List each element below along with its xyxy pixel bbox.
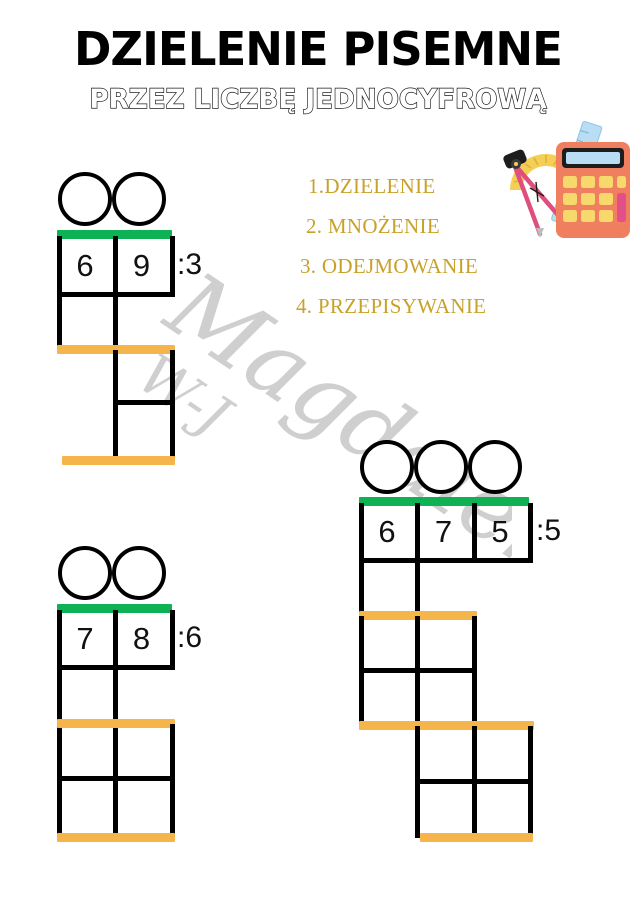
lower-hline (57, 776, 175, 781)
lower-vline-right (170, 724, 175, 838)
dividend-digit-2: 7 (434, 514, 453, 549)
bottom-hline (415, 779, 533, 784)
orange-bar-2 (359, 721, 534, 730)
green-bar-top (57, 604, 172, 613)
page-title: DZIELENIE PISEMNE (73, 22, 563, 76)
answer-circle-1[interactable] (360, 440, 414, 494)
orange-bar-2 (62, 456, 175, 465)
step-item-2: 2. MNOŻENIE (306, 214, 440, 238)
mid-hline (359, 668, 477, 673)
answer-circle-1[interactable] (58, 172, 112, 226)
green-bar-top (57, 230, 172, 239)
orange-bar-2 (57, 833, 175, 842)
dividend-digit-3: 5 (491, 514, 509, 549)
grid-hline-row1 (359, 558, 533, 563)
answer-circle-2[interactable] (112, 546, 166, 600)
grid-vline-right (528, 503, 533, 561)
grid-vline-mid2 (472, 503, 477, 561)
answer-circle-2[interactable] (414, 440, 468, 494)
steps-list: 1.DZIELENIE 2. MNOŻENIE 3. ODEJMOWANIE 4… (296, 176, 556, 336)
lower-vline-left (113, 350, 118, 462)
answer-circle-2[interactable] (112, 172, 166, 226)
page-subtitle: PRZEZ LICZBĘ JEDNOCYFROWĄ (89, 83, 548, 115)
orange-bar-1 (57, 345, 175, 354)
lower-vline-right (170, 350, 175, 462)
dividend-digit-1: 6 (378, 514, 396, 549)
grid-vline-right (170, 610, 175, 668)
dividend-digit-1: 7 (76, 621, 94, 656)
divisor-label: :3 (177, 248, 203, 281)
divisor-label: :6 (177, 621, 203, 654)
grid-vline-right (170, 236, 175, 294)
calculator-icon (556, 142, 630, 238)
answer-circle-1[interactable] (58, 546, 112, 600)
orange-bar-1 (359, 611, 477, 620)
dividend-digit-1: 6 (76, 248, 94, 283)
orange-bar-3 (420, 833, 533, 842)
step-item-1: 1.DZIELENIE (308, 174, 436, 198)
lower-hline-mid (113, 400, 175, 405)
dividend-digit-2: 8 (132, 621, 151, 656)
step-item-3: 3. ODEJMOWANIE (300, 254, 479, 278)
green-bar-top (359, 497, 529, 506)
grid-hline-row1 (57, 292, 175, 297)
orange-bar-1 (57, 719, 175, 728)
dividend-digit-2: 9 (132, 248, 151, 283)
step-item-4: 4. PRZEPISYWANIE (296, 294, 487, 318)
divisor-label: :5 (536, 514, 562, 547)
stationery-clipart (492, 116, 636, 244)
answer-circle-3[interactable] (468, 440, 522, 494)
watermark-initials: W-J (126, 342, 244, 451)
grid-hline-row1 (57, 665, 175, 670)
